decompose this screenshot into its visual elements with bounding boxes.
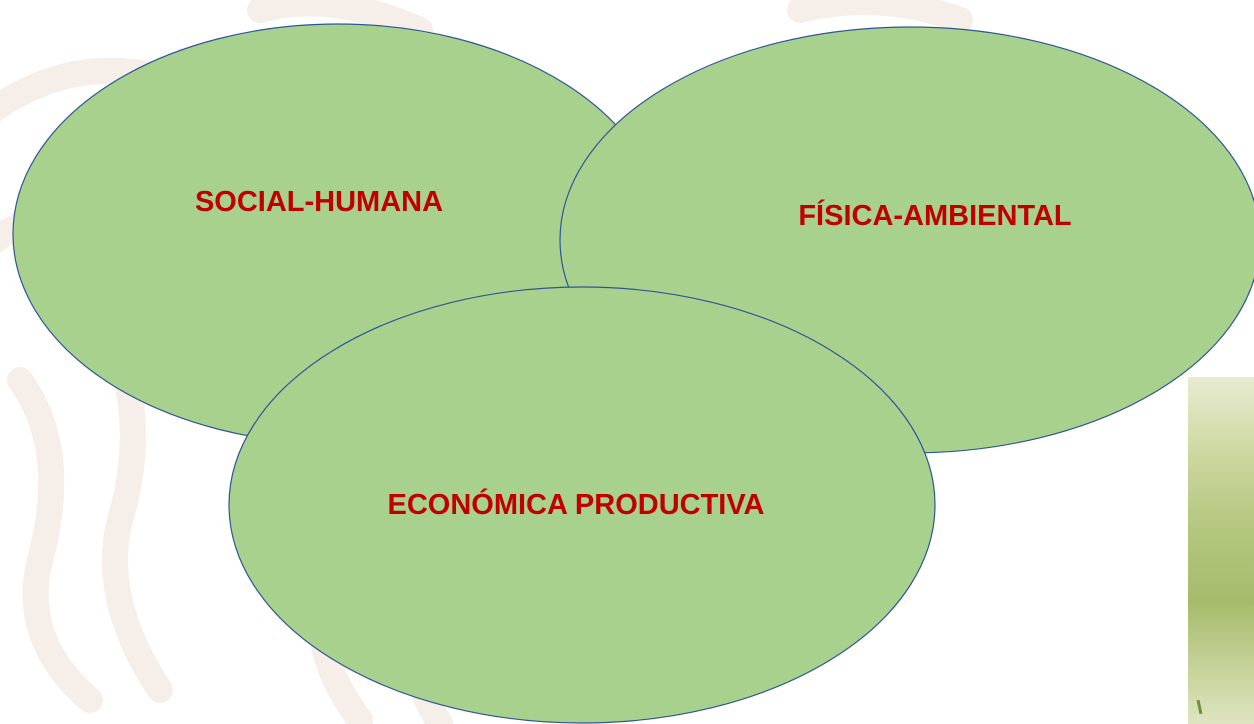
grass-blade-icon bbox=[1196, 699, 1203, 715]
ellipse-economica-productiva bbox=[228, 286, 936, 724]
label-social-humana: SOCIAL-HUMANA bbox=[195, 186, 443, 218]
foliage-photo bbox=[1188, 377, 1254, 724]
label-economica-productiva: ECONÓMICA PRODUCTIVA bbox=[388, 487, 765, 521]
label-fisica-ambiental: FÍSICA-AMBIENTAL bbox=[798, 198, 1071, 232]
